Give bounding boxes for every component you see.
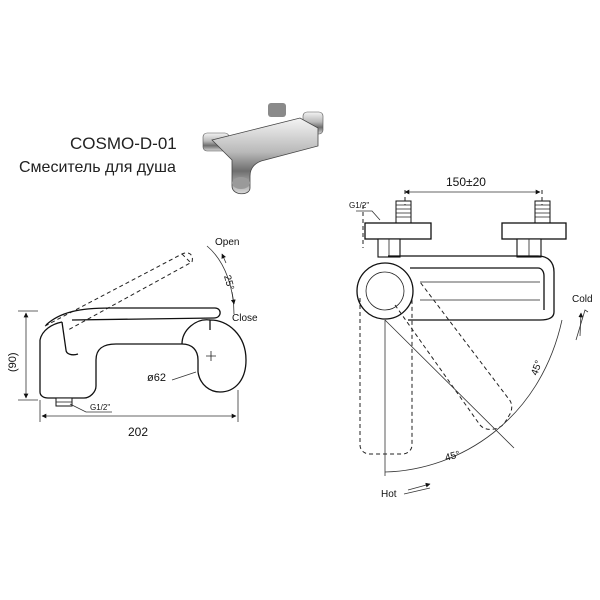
- model-title: COSMO-D-01: [70, 134, 177, 153]
- diameter-label: ø62: [147, 372, 166, 384]
- side-view-dimensions: [18, 246, 238, 422]
- angle-45-hot-label: 45°: [444, 449, 461, 464]
- front-view-drawing: [357, 190, 566, 476]
- front-thread-label: G1/2": [349, 201, 369, 210]
- cold-label: Cold: [572, 294, 593, 305]
- hot-label: Hot: [381, 489, 397, 500]
- width-202-label: 202: [128, 425, 148, 439]
- product-description: Смеситель для душа: [19, 159, 176, 176]
- side-thread-label: G1/2": [90, 403, 110, 412]
- spacing-label: 150±20: [446, 175, 486, 189]
- product-photo: [203, 103, 323, 194]
- angle-25-label: 25°: [221, 274, 236, 291]
- open-label: Open: [215, 237, 239, 248]
- side-view-drawing: [40, 253, 246, 406]
- height-90-label: (90): [7, 352, 19, 372]
- close-label: Close: [232, 313, 258, 324]
